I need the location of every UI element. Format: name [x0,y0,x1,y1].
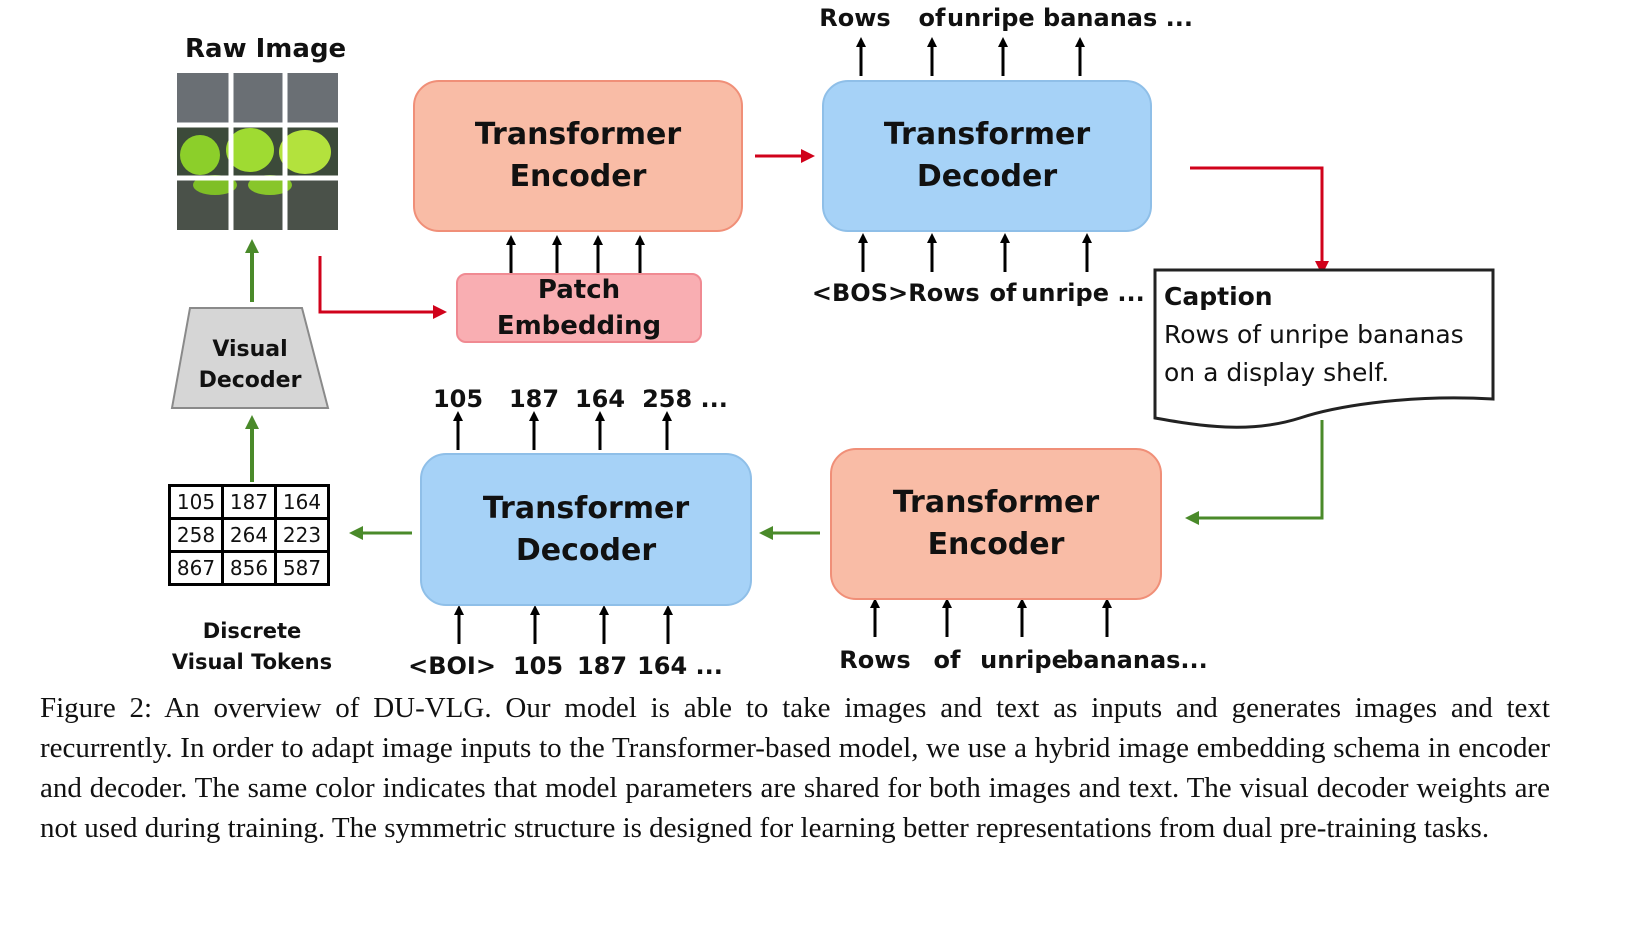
top-decoder-output-token: unripe bananas ... [947,4,1193,32]
bottom-decoder-output-token: 105 [432,385,484,413]
bottom-encoder-input-token: of [933,646,961,674]
bottom-decoder-input-token: 164 ... [637,652,723,680]
bottom-decoder-input-token: 105 [512,652,564,680]
token-cell: 856 [221,550,277,586]
bottom-decoder-line1: Transformer [482,490,690,526]
token-row: 258 264 223 [168,517,330,553]
caption-document-shape [1153,268,1495,429]
bottom-decoder-line2: Decoder [515,532,657,568]
token-cell: 105 [168,484,224,520]
token-cell: 164 [274,484,330,520]
top-decoder-input-token: unripe ... [1021,279,1145,307]
bottom-decoder-input-token: <BOI> [408,652,496,680]
raw-image-grid [177,73,338,230]
top-transformer-decoder: Transformer Decoder [822,80,1152,232]
discrete-tokens-line2: Visual Tokens [171,650,333,674]
bottom-decoder-output-token: 187 [508,385,560,413]
bottom-encoder-line1: Transformer [892,485,1100,520]
patch-embedding: Patch Embedding [456,273,702,343]
caption-box-title: Caption [1164,282,1273,311]
top-decoder-line2: Decoder [916,159,1058,194]
figure-caption: Figure 2: An overview of DU-VLG. Our mod… [40,692,1550,844]
caption-box: Caption Rows of unripe bananas on a disp… [1164,278,1484,392]
raw-image-label: Raw Image [185,34,347,64]
top-decoder-input-token: of [989,279,1017,307]
patch-embedding-line2: Embedding [496,311,662,341]
token-cell: 223 [274,517,330,553]
discrete-tokens-label: Discrete Visual Tokens [152,616,352,678]
bottom-encoder-input-token: bananas... [1066,646,1208,674]
top-encoder-line2: Encoder [509,159,647,194]
visual-decoder-label: Visual Decoder [172,334,328,396]
caption-box-line2: on a display shelf. [1164,358,1390,387]
top-decoder-output-token: of [918,4,946,32]
token-cell: 187 [221,484,277,520]
bottom-transformer-decoder: Transformer Decoder [420,453,752,606]
visual-token-grid: 105 187 164 258 264 223 867 856 587 [168,484,330,586]
discrete-tokens-line1: Discrete [202,619,302,643]
patch-embedding-line1: Patch [537,275,621,305]
top-decoder-line1: Transformer [883,117,1091,152]
bottom-decoder-output-token: 164 [574,385,626,413]
bottom-decoder-input-token: 187 [576,652,628,680]
token-cell: 867 [168,550,224,586]
bottom-encoder-line2: Encoder [927,527,1065,562]
visual-decoder-shape [170,307,330,409]
visual-decoder-line2: Decoder [198,368,302,393]
token-cell: 258 [168,517,224,553]
caption-box-line1: Rows of unripe bananas [1164,320,1464,349]
top-decoder-input-token: <BOS> [811,279,909,307]
token-cell: 587 [274,550,330,586]
bottom-decoder-output-token: 258 ... [642,385,728,413]
bottom-transformer-encoder: Transformer Encoder [830,448,1162,600]
token-row: 867 856 587 [168,550,330,586]
top-transformer-encoder: Transformer Encoder [413,80,743,232]
top-encoder-line1: Transformer [474,117,682,152]
top-decoder-output-token: Rows [819,4,891,32]
top-decoder-input-token: Rows [908,279,980,307]
token-cell: 264 [221,517,277,553]
visual-decoder-line1: Visual [212,337,288,362]
bottom-encoder-input-token: unripe [980,646,1068,674]
bottom-encoder-input-token: Rows [839,646,911,674]
token-row: 105 187 164 [168,484,330,520]
